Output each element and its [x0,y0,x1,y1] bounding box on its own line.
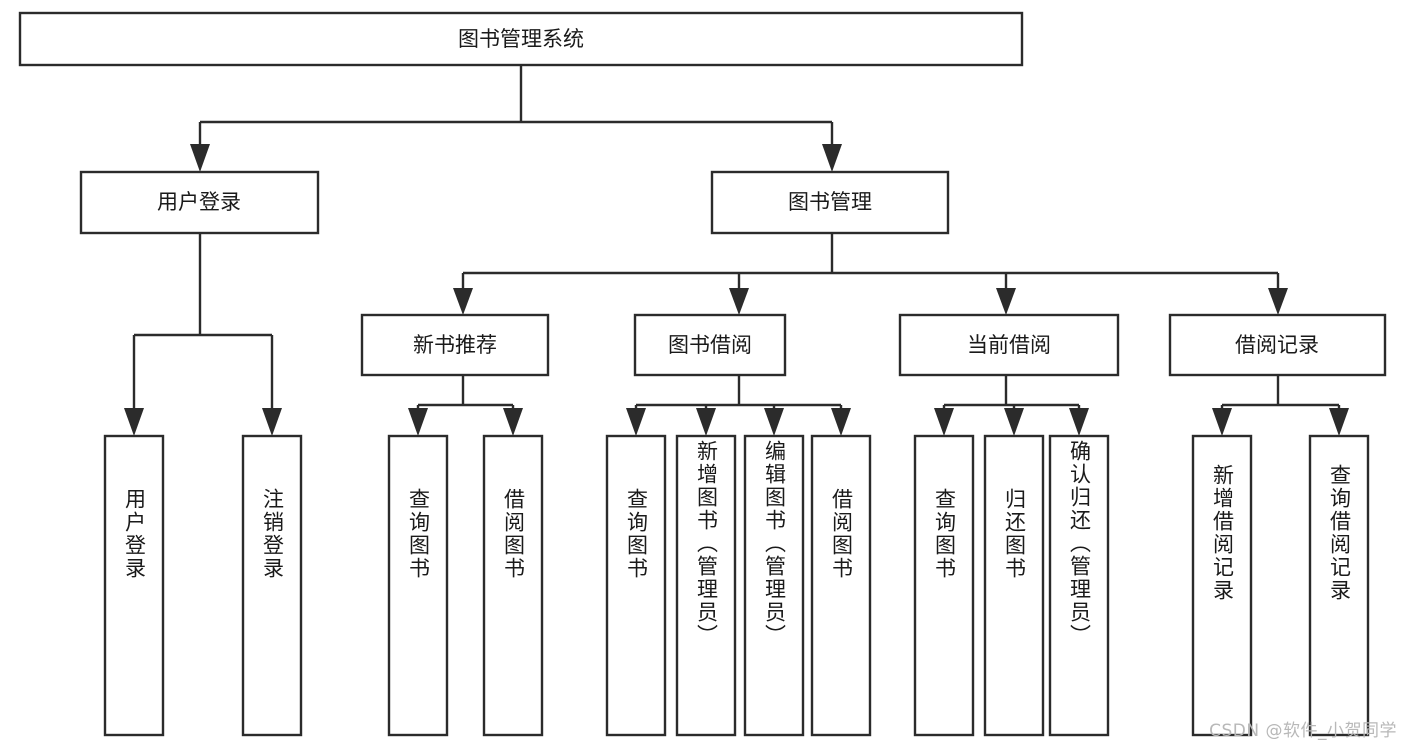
leaf-box-borrow-book-1 [482,434,544,737]
node-borrow-record-label: 借阅记录 [1235,333,1319,357]
node-borrow-record[interactable]: 借阅记录 [1168,313,1387,377]
node-current-borrow[interactable]: 当前借阅 [898,313,1120,377]
node-current-borrow-label: 当前借阅 [967,333,1051,357]
connector-currentborrow-to-leaves [934,375,1089,436]
node-book-borrow-label: 图书借阅 [668,333,752,357]
connector-newbook-to-leaves [408,375,523,436]
node-user-login[interactable]: 用户登录 [79,170,320,235]
node-user-login-label: 用户登录 [157,190,241,214]
leaf-box-logout-login [241,434,303,737]
node-book-borrow[interactable]: 图书借阅 [633,313,787,377]
csdn-watermark: CSDN @软件_小贺同学 [1209,721,1397,741]
connector-userlogin-to-leaves [124,233,282,436]
leaf-box-query-book-2 [605,434,667,737]
node-book-manage-label: 图书管理 [788,190,872,214]
leaf-box-user-login [103,434,165,737]
node-new-book-recommend[interactable]: 新书推荐 [360,313,550,377]
leaf-box-query-book-1 [387,434,449,737]
leaf-box-add-book [675,434,737,737]
node-new-book-recommend-label: 新书推荐 [413,333,497,357]
leaf-box-query-book-3 [913,434,975,737]
leaf-box-edit-book [743,434,805,737]
connector-bookmanage-to-level3 [453,233,1288,315]
leaf-box-query-record [1308,434,1370,737]
node-root[interactable]: 图书管理系统 [18,11,1024,67]
leaf-box-borrow-book-2 [810,434,872,737]
leaf-box-confirm-return [1048,434,1110,737]
connector-root-to-level2 [190,65,842,172]
leaf-box-add-record [1191,434,1253,737]
connector-borrowrecord-to-leaves [1212,375,1349,436]
leaf-box-return-book [983,434,1045,737]
node-book-manage[interactable]: 图书管理 [710,170,950,235]
connector-bookborrow-to-leaves [626,375,851,436]
node-root-label: 图书管理系统 [458,27,584,51]
